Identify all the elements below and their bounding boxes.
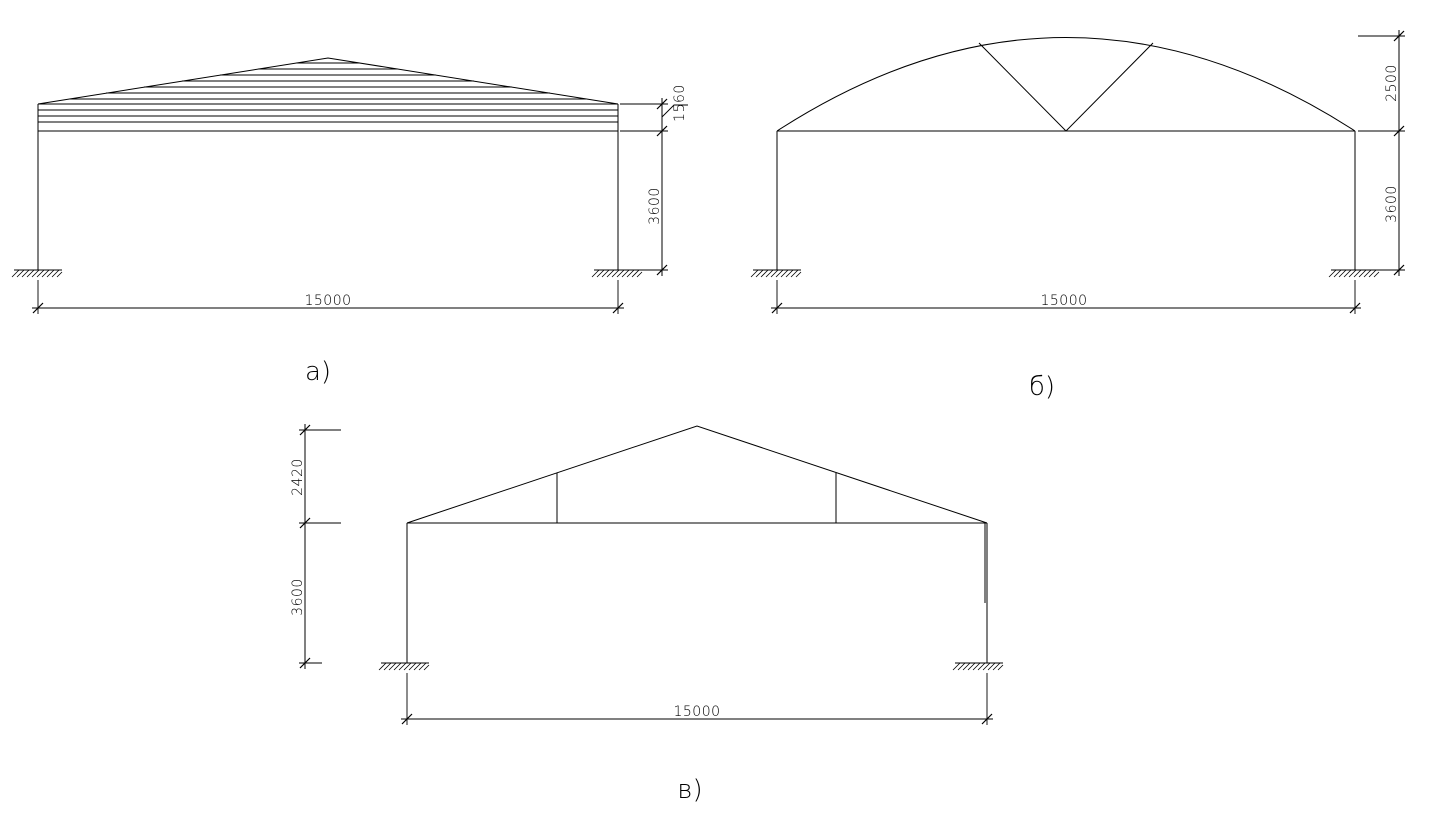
frame-a-caption: а)	[305, 357, 331, 387]
frame-c-left-support	[378, 662, 430, 671]
frame-b-left-diagonal	[978, 42, 1067, 132]
frame-a-column-height-label: 3600	[647, 187, 663, 225]
frame-b-span-label: 15000	[1040, 293, 1087, 309]
frame-c-roof	[406, 425, 988, 524]
frame-b-right-diagonal	[1065, 42, 1154, 132]
frame-c-span-label: 15000	[673, 704, 720, 720]
frame-a-roof-layers	[38, 62, 618, 132]
frame-a-roof	[37, 57, 619, 105]
frame-a: 15000 1560 3600 а)	[11, 57, 688, 387]
frame-c-roof-height-label: 2420	[290, 458, 306, 496]
frame-a-left-support	[11, 269, 63, 278]
frame-c: 15000 2420 3600 в)	[290, 424, 1004, 805]
frame-a-height-dimensions: 1560 3600	[620, 84, 688, 276]
frame-a-right-support	[591, 269, 643, 278]
frame-b-height-dimensions: 2500 3600	[1358, 30, 1405, 276]
frame-c-height-dimensions: 2420 3600	[290, 424, 341, 669]
frame-b-caption: б)	[1029, 372, 1055, 402]
frame-c-right-support	[952, 662, 1004, 671]
frame-b-left-support	[750, 269, 802, 278]
frame-b-roof-height-label: 2500	[1384, 64, 1400, 102]
frame-b-arch	[776, 37, 1356, 132]
frame-b-span-dimension: 15000	[771, 280, 1361, 314]
frame-a-span-dimension: 15000	[32, 280, 624, 314]
frame-c-span-dimension: 15000	[401, 673, 993, 725]
frame-b-column-height-label: 3600	[1384, 185, 1400, 223]
frame-a-roof-height-label: 1560	[672, 84, 688, 122]
frame-b: 15000 2500 3600 б)	[750, 30, 1405, 402]
frame-c-caption: в)	[677, 775, 702, 805]
frame-b-right-support	[1328, 269, 1380, 278]
frame-a-span-label: 15000	[304, 293, 351, 309]
frame-c-column-height-label: 3600	[290, 578, 306, 616]
